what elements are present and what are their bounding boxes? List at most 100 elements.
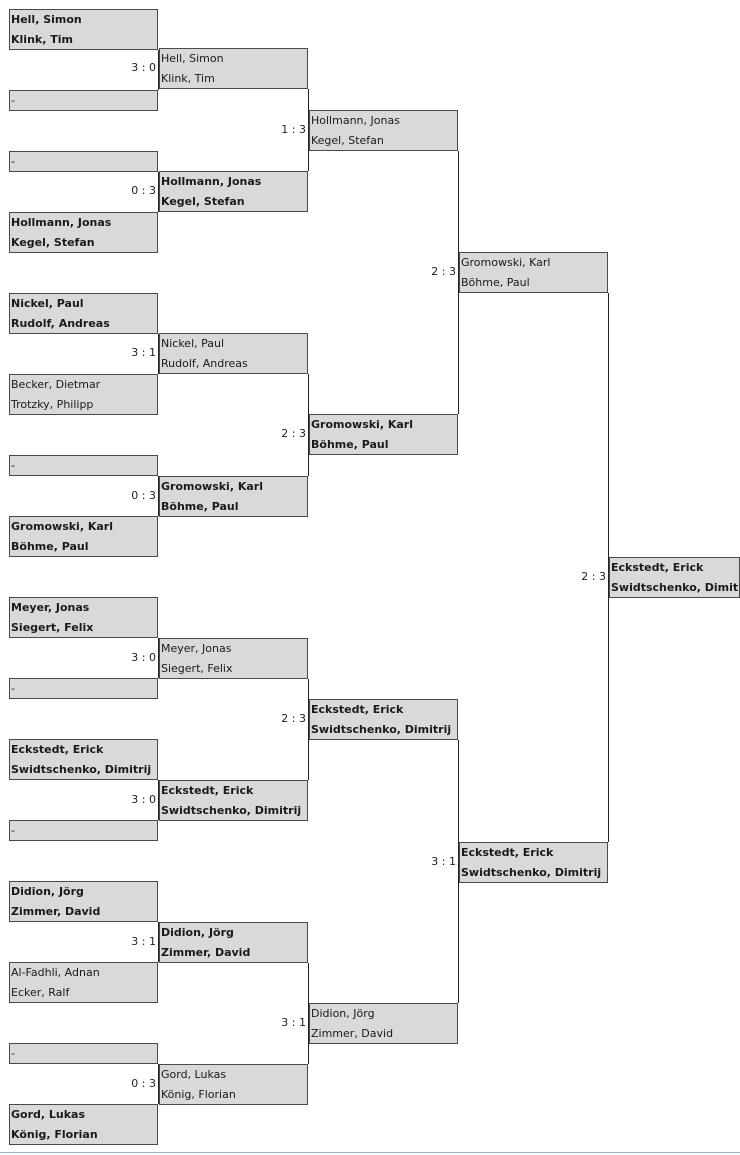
match-score: 3 : 0: [131, 651, 156, 664]
player-name: Gromowski, Karl: [11, 520, 113, 533]
connector-line: [308, 679, 309, 780]
player-name: Gromowski, Karl: [311, 418, 413, 431]
player-name: Gord, Lukas: [161, 1068, 227, 1081]
player-name: Kegel, Stefan: [161, 194, 245, 208]
connector-line: [158, 476, 159, 516]
player-name: Zimmer, David: [11, 904, 101, 918]
player-name: Hell, Simon: [11, 13, 82, 26]
connector-line: [158, 922, 159, 962]
player-name: Rudolf, Andreas: [11, 316, 110, 330]
player-name: Swidtschenko, Dimitrij: [611, 580, 740, 594]
player-name: Becker, Dietmar: [11, 378, 101, 391]
player-name: -: [11, 682, 15, 695]
player-name: Zimmer, David: [311, 1026, 394, 1040]
bracket-slot: -: [9, 151, 158, 172]
match-score: 3 : 0: [131, 793, 156, 806]
bracket-slot: -: [9, 820, 158, 841]
player-name: Trotzky, Philipp: [11, 397, 94, 411]
player-name: Al-Fadhli, Adnan: [11, 966, 100, 979]
player-name: Eckstedt, Erick: [461, 846, 554, 859]
bracket-slot: -: [9, 1043, 158, 1064]
connector-line: [158, 50, 159, 90]
player-name: -: [11, 459, 15, 472]
player-name: -: [11, 155, 15, 168]
player-name: Böhme, Paul: [311, 437, 389, 451]
player-name: Eckstedt, Erick: [611, 561, 704, 574]
match-score: 0 : 3: [131, 489, 156, 502]
bottom-divider: [0, 1152, 740, 1153]
player-name: Kegel, Stefan: [11, 235, 95, 249]
match-score: 3 : 1: [131, 346, 156, 359]
player-name: Böhme, Paul: [11, 539, 89, 553]
connector-line: [608, 293, 609, 842]
player-name: Gord, Lukas: [11, 1108, 86, 1121]
player-name: Böhme, Paul: [161, 499, 239, 513]
connector-line: [458, 740, 459, 1003]
player-name: Ecker, Ralf: [11, 985, 70, 999]
player-name: Nickel, Paul: [11, 297, 84, 310]
player-name: Klink, Tim: [11, 32, 73, 46]
player-name: Kegel, Stefan: [311, 133, 384, 147]
match-score: 3 : 0: [131, 61, 156, 74]
match-score: 0 : 3: [131, 1077, 156, 1090]
player-name: Hell, Simon: [161, 52, 224, 65]
player-name: Meyer, Jonas: [161, 642, 232, 655]
match-score: 3 : 1: [131, 935, 156, 948]
connector-line: [308, 374, 309, 476]
player-name: Meyer, Jonas: [11, 601, 90, 614]
player-name: -: [11, 94, 15, 107]
player-name: Eckstedt, Erick: [311, 703, 404, 716]
bracket-slot: -: [9, 678, 158, 699]
player-name: Zimmer, David: [161, 945, 251, 959]
player-name: Klink, Tim: [161, 71, 215, 85]
connector-line: [158, 638, 159, 678]
connector-line: [158, 1064, 159, 1104]
match-score: 1 : 3: [281, 123, 306, 136]
connector-line: [158, 334, 159, 374]
player-name: Swidtschenko, Dimitrij: [161, 803, 302, 817]
player-name: Didion, Jörg: [161, 926, 234, 939]
bracket-slot: -: [9, 455, 158, 476]
player-name: -: [11, 1047, 15, 1060]
match-score: 2 : 3: [581, 570, 606, 583]
connector-line: [158, 172, 159, 212]
player-name: Didion, Jörg: [11, 885, 84, 898]
connector-line: [458, 151, 459, 414]
match-score: 3 : 1: [431, 855, 456, 868]
match-score: 0 : 3: [131, 184, 156, 197]
connector-line: [308, 89, 309, 171]
match-score: 2 : 3: [431, 265, 456, 278]
player-name: König, Florian: [11, 1127, 98, 1141]
player-name: Siegert, Felix: [11, 620, 94, 634]
player-name: Böhme, Paul: [461, 275, 530, 289]
connector-line: [308, 963, 309, 1064]
bracket-slot: -: [9, 90, 158, 111]
player-name: Hollmann, Jonas: [161, 175, 262, 188]
player-name: Hollmann, Jonas: [11, 216, 112, 229]
player-name: -: [11, 824, 15, 837]
player-name: Rudolf, Andreas: [161, 356, 248, 370]
player-name: Gromowski, Karl: [461, 256, 551, 269]
player-name: Siegert, Felix: [161, 661, 233, 675]
